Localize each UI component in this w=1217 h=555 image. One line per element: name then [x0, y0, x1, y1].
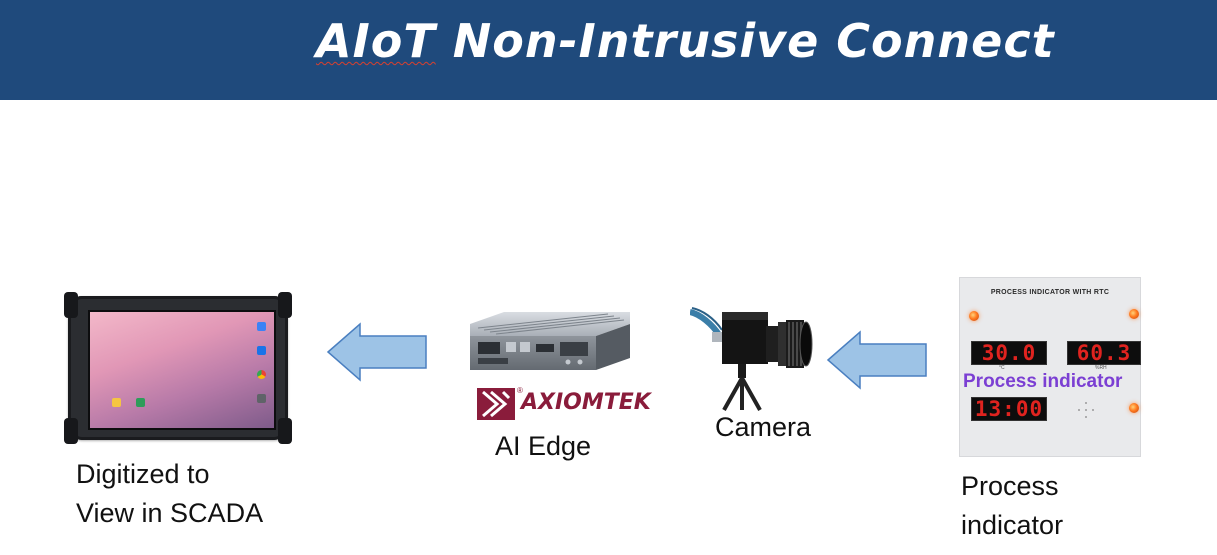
label-indicator-line2: indicator [961, 506, 1063, 545]
label-process-indicator: Process indicator [961, 467, 1063, 545]
display-clock: 13:00 [971, 397, 1047, 421]
label-camera: Camera [715, 408, 811, 447]
label-indicator-line1: Process [961, 467, 1063, 506]
axiomtek-logo: ® AXIOMTEK [477, 388, 637, 420]
tablet-bumper [278, 418, 292, 444]
gallery-app-icon [136, 398, 145, 407]
indicator-lamp [1129, 403, 1139, 413]
email-app-icon [112, 398, 121, 407]
indicator-lamp [1129, 309, 1139, 319]
tablet-bumper [64, 418, 78, 444]
rugged-tablet-icon [68, 296, 288, 440]
phone-app-icon [257, 322, 266, 331]
tablet-screen [88, 310, 276, 430]
tablet-bumper [278, 292, 292, 318]
fanless-box-pc-icon [464, 310, 632, 372]
title-rest: Non-Intrusive Connect [453, 14, 1055, 68]
axiomtek-logo-mark [477, 388, 515, 420]
process-indicator-panel-icon: PROCESS INDICATOR WITH RTC 30.0 60.3 °C … [959, 277, 1141, 457]
title-word-aiot: AIoT [316, 14, 436, 68]
brand-name: AXIOMTEK [521, 390, 651, 415]
display-humidity: 60.3 [1067, 341, 1141, 365]
crosshair-icon [1077, 401, 1095, 419]
display-temperature: 30.0 [971, 341, 1047, 365]
label-tablet-line1: Digitized to [76, 455, 263, 494]
label-ai-edge: AI Edge [495, 427, 591, 466]
camera-app-icon [257, 394, 266, 403]
label-tablet: Digitized to View in SCADA [76, 455, 263, 533]
panel-overlay-label: Process indicator [963, 371, 1122, 393]
panel-heading: PROCESS INDICATOR WITH RTC [959, 289, 1141, 296]
slide-title: AIoT Non-Intrusive Connect [316, 14, 1055, 68]
left-arrow-icon [826, 330, 930, 390]
label-tablet-line2: View in SCADA [76, 494, 263, 533]
tablet-bumper [64, 292, 78, 318]
messages-app-icon [257, 346, 266, 355]
title-banner: AIoT Non-Intrusive Connect [0, 0, 1217, 100]
chrome-app-icon [257, 370, 266, 379]
industrial-camera-icon [690, 306, 814, 412]
left-arrow-icon [326, 322, 430, 382]
indicator-lamp [969, 311, 979, 321]
